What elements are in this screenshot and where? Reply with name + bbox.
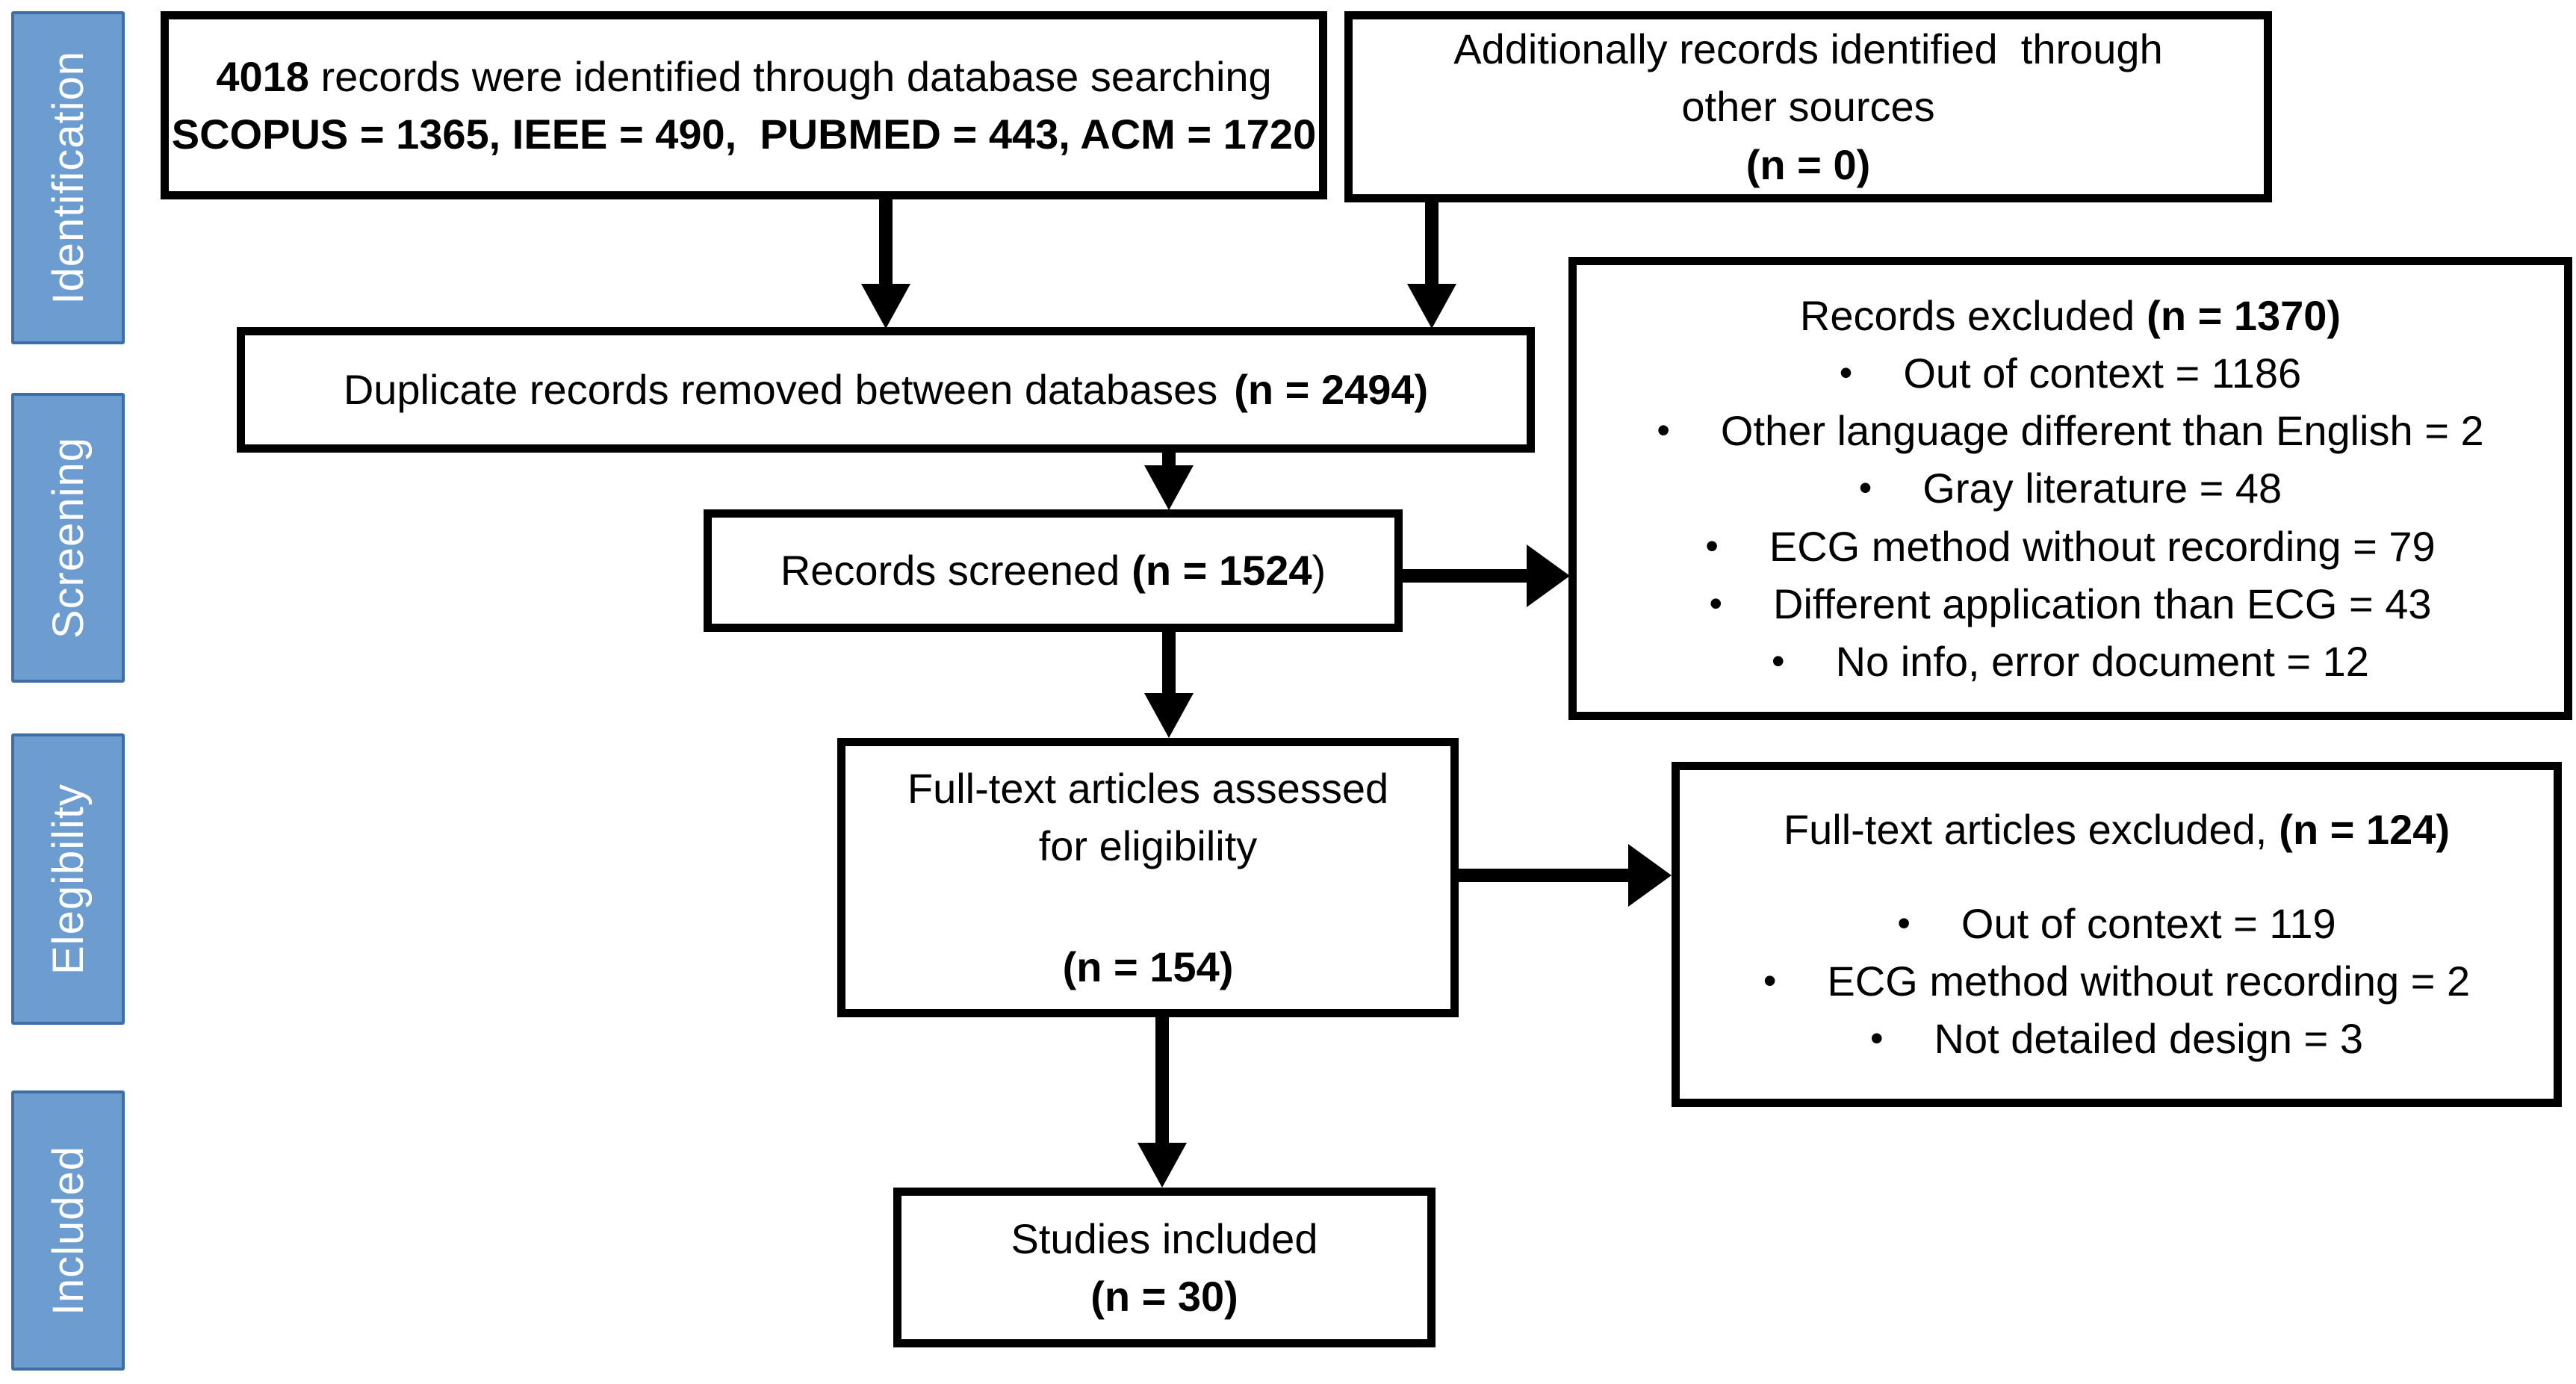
records-screened-count: (n = 1524 [1132,547,1312,595]
database-search-line2: SCOPUS = 1365, IEEE = 490, PUBMED = 443,… [171,111,1317,158]
bullet-icon: • [1858,467,1872,509]
records-excluded-item: • No info, error document = 12 [1587,633,2554,690]
arrow-stem [1459,869,1632,882]
arrow-head-down-icon [1407,284,1456,329]
stage-included: Included [11,1090,125,1371]
stage-eligibility: Elegibility [11,733,125,1025]
box-records-excluded: Records excluded(n = 1370) • Out of cont… [1568,257,2572,720]
records-excluded-item: • Different application than ECG = 43 [1587,575,2554,633]
bullet-icon: • [1763,960,1777,1002]
fulltext-assessed-count: (n = 154) [1062,943,1234,990]
box-duplicates-removed: Duplicate records removed between databa… [237,327,1535,453]
arrow-head-down-icon [1144,693,1194,738]
arrow-head-down-icon [1138,1143,1187,1188]
stage-included-label: Included [43,1145,93,1316]
fulltext-excluded-count: (n = 124) [2279,806,2451,854]
box-database-search: 4018 records were identified through dat… [161,11,1327,199]
stage-screening: Screening [11,393,125,683]
records-excluded-item: • Other language different than English … [1587,402,2554,459]
stage-identification-label: Identification [43,51,93,305]
box-other-sources: Additionally records identified through … [1344,11,2272,202]
other-sources-line1: Additionally records identified through [1453,25,2163,73]
stage-identification: Identification [11,11,125,344]
database-search-count: 4018 [216,52,309,100]
bullet-icon: • [1709,583,1722,625]
box-studies-included: Studies included (n = 30) [893,1188,1436,1347]
arrow-stem [1155,1017,1169,1146]
arrow-stem [1162,632,1176,696]
arrow-stem [1425,202,1438,288]
fulltext-assessed-line2: for eligibility [1038,822,1258,870]
bullet-icon: • [1870,1017,1884,1060]
bullet-icon: • [1772,640,1785,683]
records-excluded-item: • ECG method without recording = 79 [1587,518,2554,575]
arrow-head-down-icon [1144,465,1194,510]
bullet-icon: • [1839,351,1853,394]
bullet-icon: • [1897,902,1911,944]
arrow-stem [879,199,893,288]
stage-screening-label: Screening [43,436,93,639]
box-fulltext-excluded: Full-text articles excluded,(n = 124) • … [1672,762,2562,1107]
records-excluded-item: • Gray literature = 48 [1587,459,2554,517]
arrow-head-right-icon [1527,544,1570,607]
records-excluded-item: • Out of context = 1186 [1587,344,2554,402]
records-excluded-count: (n = 1370) [2147,291,2341,339]
duplicates-removed-line: Duplicate records removed between databa… [343,366,1429,414]
studies-included-line1: Studies included [1011,1214,1318,1262]
bullet-icon: • [1705,524,1719,567]
duplicates-removed-count: (n = 2494) [1234,366,1429,414]
box-records-screened: Records screened(n = 1524) [704,509,1403,632]
other-sources-count: (n = 0) [1745,140,1871,188]
studies-included-count: (n = 30) [1090,1273,1238,1320]
arrow-head-down-icon [861,284,910,329]
records-screened-line: Records screened(n = 1524) [780,547,1326,595]
fulltext-excluded-item: • Out of context = 119 [1690,895,2543,952]
other-sources-line2: other sources [1681,83,1935,131]
box-fulltext-assessed: Full-text articles assessed for eligibil… [837,738,1459,1017]
fulltext-assessed-line1: Full-text articles assessed [907,765,1389,813]
fulltext-excluded-title: Full-text articles excluded,(n = 124) [1783,806,2451,854]
stage-eligibility-label: Elegibility [43,783,93,975]
arrow-stem [1403,569,1530,583]
fulltext-excluded-item: • ECG method without recording = 2 [1690,952,2543,1010]
records-excluded-title: Records excluded(n = 1370) [1799,291,2341,339]
bullet-icon: • [1657,409,1670,452]
database-search-line1: 4018 records were identified through dat… [216,52,1272,100]
arrow-head-right-icon [1628,844,1672,907]
fulltext-excluded-item: • Not detailed design = 3 [1690,1010,2543,1067]
